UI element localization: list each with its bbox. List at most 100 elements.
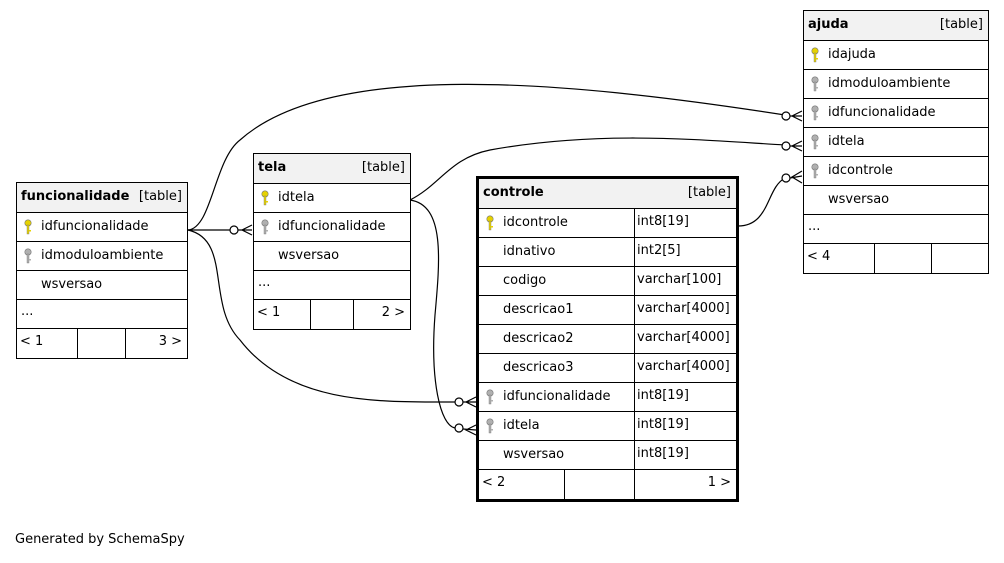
foreign-key-icon: [810, 105, 820, 121]
table-name: funcionalidade: [21, 189, 130, 204]
edge-tela-controle: [409, 199, 456, 429]
primary-key-icon: [23, 219, 33, 235]
table-name: tela: [258, 160, 287, 175]
column-row[interactable]: idcontrole: [804, 157, 988, 186]
column-name: wsversao: [503, 447, 565, 462]
table-footer: < 4: [804, 244, 988, 273]
table-kind: [table]: [939, 17, 983, 32]
footer-divider: [353, 300, 354, 329]
foreign-key-icon: [23, 248, 33, 264]
footer-divider: [564, 470, 565, 499]
column-row[interactable]: idfuncionalidade int8[19]: [479, 383, 736, 412]
column-name: idfuncionalidade: [41, 219, 149, 234]
ellipsis: ...: [258, 275, 271, 290]
table-kind: [table]: [138, 189, 182, 204]
column-row[interactable]: wsversao: [804, 186, 988, 215]
children-link[interactable]: 2 >: [381, 305, 405, 320]
column-type: varchar[4000]: [637, 330, 730, 345]
generator-credit: Generated by SchemaSpy: [15, 532, 185, 547]
column-divider: [634, 325, 635, 353]
column-divider: [634, 354, 635, 382]
column-row[interactable]: wsversao int8[19]: [479, 441, 736, 470]
children-link[interactable]: 1 >: [707, 475, 731, 490]
primary-key-icon: [810, 47, 820, 63]
foreign-key-icon: [810, 134, 820, 150]
foreign-key-icon: [485, 418, 495, 434]
column-divider: [634, 267, 635, 295]
column-row[interactable]: idnativo int2[5]: [479, 238, 736, 267]
footer-divider: [125, 329, 126, 358]
column-row[interactable]: codigo varchar[100]: [479, 267, 736, 296]
column-row[interactable]: idfuncionalidade: [254, 213, 410, 242]
column-type: int8[19]: [637, 388, 689, 403]
column-name: descricao1: [503, 302, 574, 317]
column-divider: [634, 441, 635, 469]
foreign-key-icon: [260, 219, 270, 235]
table-footer: < 2 1 >: [479, 470, 736, 499]
primary-key-icon: [260, 190, 270, 206]
crowfoot-ajuda-idtela: [781, 141, 791, 151]
crowfoot-controle-idtela: [454, 423, 464, 433]
column-name: idtela: [503, 418, 540, 433]
edge-controle-ajuda: [737, 177, 786, 227]
column-row[interactable]: idtela int8[19]: [479, 412, 736, 441]
footer-divider: [634, 470, 635, 499]
crowfoot-tela-idfuncionalidade: [229, 225, 239, 235]
ellipsis: ...: [808, 219, 821, 234]
column-row[interactable]: descricao2 varchar[4000]: [479, 325, 736, 354]
column-type: int8[19]: [637, 417, 689, 432]
edge-tela-ajuda: [409, 137, 786, 201]
more-columns: ...: [804, 215, 988, 244]
parents-link[interactable]: < 1: [257, 305, 281, 320]
column-name: idnativo: [503, 244, 556, 259]
column-row[interactable]: wsversao: [254, 242, 410, 271]
column-type: int2[5]: [637, 243, 681, 258]
column-name: descricao2: [503, 331, 574, 346]
column-row[interactable]: idtela: [254, 184, 410, 213]
column-name: wsversao: [278, 248, 340, 263]
table-header: ajuda [table]: [804, 11, 988, 41]
table-footer: < 1 3 >: [17, 329, 187, 358]
edge-funcionalidade-controle: [187, 229, 456, 403]
parents-link[interactable]: < 2: [482, 475, 506, 490]
children-link[interactable]: 3 >: [158, 334, 182, 349]
column-name: codigo: [503, 273, 547, 288]
table-name: controle: [483, 185, 544, 200]
primary-key-icon: [485, 215, 495, 231]
foreign-key-icon: [810, 76, 820, 92]
column-row[interactable]: idajuda: [804, 41, 988, 70]
column-divider: [634, 209, 635, 237]
table-kind: [table]: [687, 185, 731, 200]
column-row[interactable]: idcontrole int8[19]: [479, 209, 736, 238]
column-row[interactable]: idmoduloambiente: [17, 242, 187, 271]
column-name: idtela: [828, 134, 865, 149]
parents-link[interactable]: < 4: [807, 249, 831, 264]
column-row[interactable]: idfuncionalidade: [17, 213, 187, 242]
column-type: varchar[100]: [637, 272, 722, 287]
column-row[interactable]: descricao1 varchar[4000]: [479, 296, 736, 325]
parents-link[interactable]: < 1: [20, 334, 44, 349]
table-tela[interactable]: tela [table] idtela idfuncionalidade wsv…: [253, 153, 411, 330]
column-name: idfuncionalidade: [828, 105, 936, 120]
footer-divider: [77, 329, 78, 358]
column-row[interactable]: idfuncionalidade: [804, 99, 988, 128]
table-name: ajuda: [808, 17, 849, 32]
column-row[interactable]: idtela: [804, 128, 988, 157]
column-row[interactable]: wsversao: [17, 271, 187, 300]
column-row[interactable]: idmoduloambiente: [804, 70, 988, 99]
more-columns: ...: [254, 271, 410, 300]
table-controle[interactable]: controle [table] idcontrole int8[19] idn…: [476, 176, 739, 502]
table-funcionalidade[interactable]: funcionalidade [table] idfuncionalidade …: [16, 182, 188, 359]
more-columns: ...: [17, 300, 187, 329]
table-ajuda[interactable]: ajuda [table] idajuda idmoduloambiente i…: [803, 10, 989, 274]
crowfoot-controle-idfuncionalidade: [454, 397, 464, 407]
ellipsis: ...: [21, 304, 34, 319]
column-type: int8[19]: [637, 214, 689, 229]
column-name: wsversao: [828, 192, 890, 207]
column-row[interactable]: descricao3 varchar[4000]: [479, 354, 736, 383]
foreign-key-icon: [485, 389, 495, 405]
column-divider: [634, 412, 635, 440]
column-name: idfuncionalidade: [503, 389, 611, 404]
table-header: funcionalidade [table]: [17, 183, 187, 213]
